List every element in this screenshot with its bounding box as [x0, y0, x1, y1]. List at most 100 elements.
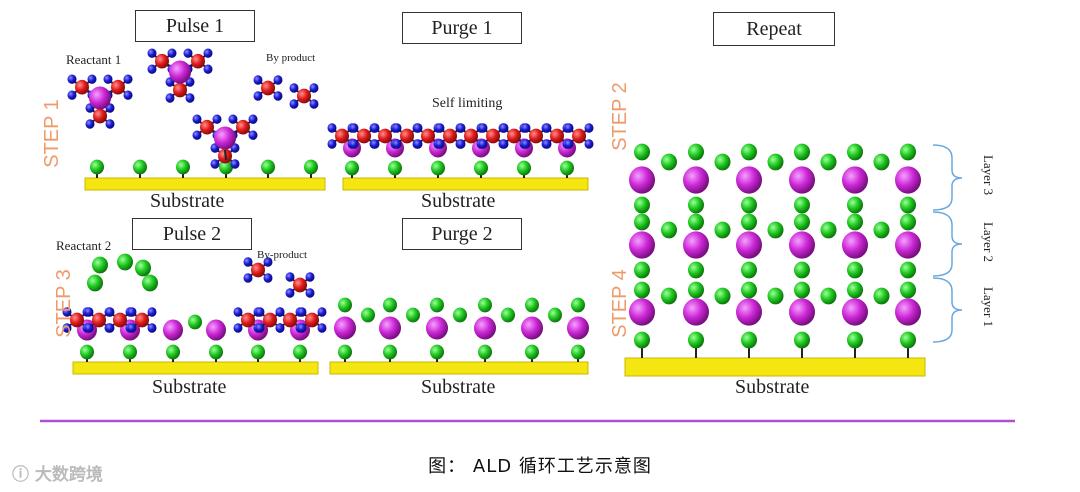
- magenta-atom: [163, 319, 183, 341]
- blue-atom: [478, 139, 488, 149]
- blue-atom: [275, 307, 285, 317]
- blue-atom: [253, 91, 263, 101]
- magenta-atom: [629, 231, 655, 259]
- blue-atom: [317, 307, 327, 317]
- green-atom: [219, 159, 233, 175]
- blue-atom: [285, 272, 295, 282]
- blue-atom: [564, 139, 574, 149]
- blue-atom: [147, 323, 157, 333]
- green-atom: [166, 344, 180, 360]
- blue-atom: [349, 139, 359, 149]
- blue-atom: [147, 48, 157, 58]
- red-atom: [486, 128, 500, 144]
- red-atom: [297, 88, 311, 104]
- green-atom: [714, 153, 731, 171]
- blue-atom: [305, 288, 315, 298]
- substrate-label-pulse1: Substrate: [150, 190, 225, 212]
- green-atom: [176, 159, 190, 175]
- red-atom: [335, 128, 349, 144]
- blue-atom: [263, 273, 273, 283]
- blue-atom: [584, 139, 594, 149]
- blue-atom: [248, 130, 258, 140]
- green-atom: [261, 159, 275, 175]
- green-atom: [406, 307, 420, 323]
- blue-atom: [317, 323, 327, 333]
- substrate-bar-pulse2: [72, 361, 319, 375]
- magenta-atom: [789, 231, 815, 259]
- magenta-atom: [521, 316, 543, 340]
- green-atom: [688, 213, 704, 231]
- blue-atom: [147, 64, 157, 74]
- magenta-atom: [683, 231, 709, 259]
- green-atom: [794, 196, 810, 214]
- green-atom: [820, 153, 837, 171]
- blue-atom: [192, 130, 202, 140]
- purge2-box: Purge 2: [402, 218, 522, 250]
- magenta-atom: [426, 316, 448, 340]
- blue-atom: [147, 307, 157, 317]
- blue-atom: [105, 307, 115, 317]
- blue-atom: [253, 75, 263, 85]
- self-limiting-label: Self limiting: [432, 96, 503, 111]
- red-atom: [93, 108, 107, 124]
- green-atom: [117, 253, 133, 271]
- red-atom: [263, 312, 277, 328]
- blue-atom: [123, 74, 133, 84]
- green-atom: [453, 307, 467, 323]
- green-atom: [820, 221, 837, 239]
- layer1-label: Layer 1: [981, 286, 997, 328]
- red-atom: [111, 79, 125, 95]
- green-atom: [661, 221, 677, 239]
- blue-atom: [230, 159, 240, 169]
- red-atom: [507, 128, 521, 144]
- green-atom: [87, 274, 103, 292]
- magenta-atom: [206, 319, 226, 341]
- red-atom: [241, 312, 255, 328]
- green-atom: [474, 160, 488, 176]
- substrate-bar-repeat: [624, 357, 926, 377]
- blue-atom: [542, 123, 552, 133]
- blue-atom: [521, 123, 531, 133]
- green-atom: [741, 331, 757, 349]
- green-atom: [794, 213, 810, 231]
- green-atom: [661, 153, 677, 171]
- green-atom: [142, 274, 158, 292]
- green-atom: [661, 287, 677, 305]
- green-atom: [634, 196, 650, 214]
- magenta-atom: [683, 298, 709, 326]
- red-atom: [400, 128, 414, 144]
- blue-atom: [105, 119, 115, 129]
- blue-atom: [62, 323, 72, 333]
- blue-atom: [185, 93, 195, 103]
- green-atom: [767, 287, 784, 305]
- green-atom: [634, 281, 650, 299]
- green-atom: [714, 221, 731, 239]
- green-atom: [135, 259, 151, 277]
- green-atom: [688, 331, 704, 349]
- watermark: ⓘ 大数跨境: [12, 460, 103, 485]
- green-atom: [345, 160, 359, 176]
- blue-atom: [297, 323, 307, 333]
- bond: [224, 149, 227, 161]
- blue-atom: [435, 123, 445, 133]
- green-atom: [338, 344, 352, 360]
- red-atom: [251, 262, 265, 278]
- reactant2-label: Reactant 2: [56, 238, 112, 253]
- blue-atom: [413, 139, 423, 149]
- magenta-atom: [736, 231, 762, 259]
- magenta-atom: [169, 60, 191, 84]
- magenta-atom: [842, 231, 868, 259]
- blue-atom: [62, 307, 72, 317]
- layer-brackets: [932, 144, 963, 343]
- green-atom: [80, 344, 94, 360]
- blue-atom: [564, 123, 574, 133]
- green-atom: [847, 331, 863, 349]
- blue-atom: [289, 83, 299, 93]
- red-atom: [283, 312, 297, 328]
- watermark-icon: ⓘ: [12, 465, 35, 485]
- green-atom: [688, 196, 704, 214]
- green-atom: [847, 261, 863, 279]
- blue-atom: [275, 323, 285, 333]
- green-atom: [900, 143, 916, 161]
- blue-atom: [233, 323, 243, 333]
